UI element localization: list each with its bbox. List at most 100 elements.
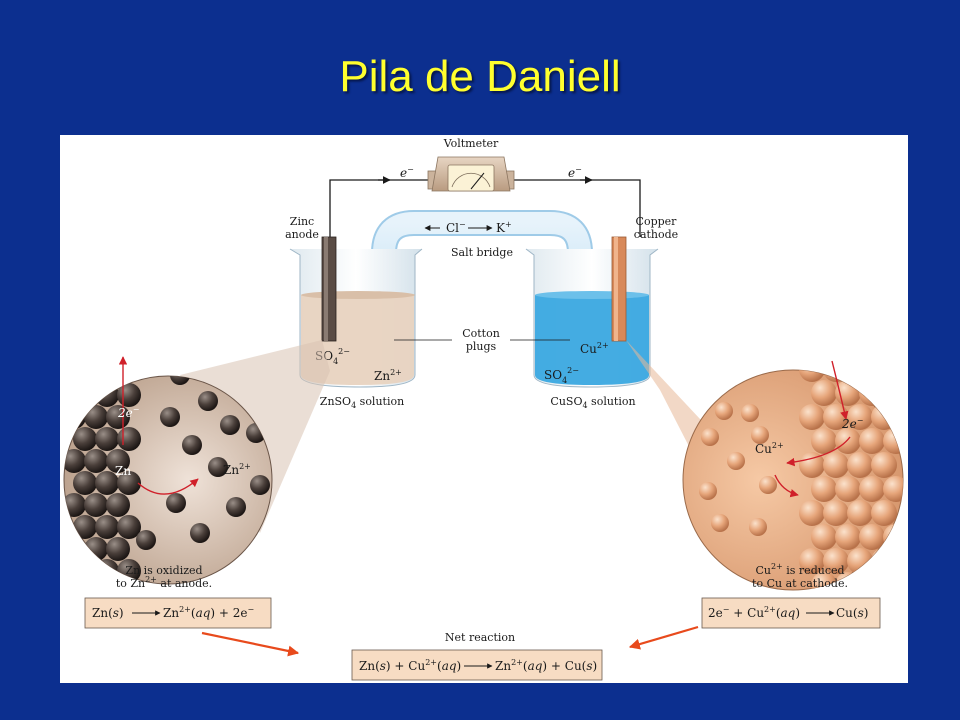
daniell-cell-diagram: e− e− Voltmeter Cl− K+ — [63, 137, 904, 681]
copper-atom — [871, 404, 897, 430]
voltmeter: Voltmeter — [427, 137, 515, 192]
copper-ion — [699, 482, 717, 500]
zinc-atom — [95, 383, 119, 407]
copper-atom — [811, 476, 837, 502]
voltmeter-label: Voltmeter — [443, 137, 499, 150]
zinc-ion — [166, 493, 186, 513]
copper-cathode-label-2: cathode — [634, 228, 678, 241]
copper-atom — [847, 500, 873, 526]
zinc-atom — [64, 405, 86, 429]
zinc-atom — [117, 515, 141, 539]
zinc-anode-label-2: anode — [285, 228, 319, 241]
copper-atom — [799, 452, 825, 478]
zinc-atom — [84, 449, 108, 473]
zinc-atom — [64, 493, 86, 517]
cathode-equation-left: 2e− + Cu2+(aq) — [708, 605, 800, 620]
copper-atom — [883, 428, 903, 454]
copper-atom — [883, 476, 903, 502]
copper-atom — [859, 572, 885, 590]
copper-ion — [751, 426, 769, 444]
copper-cathode-label-1: Copper — [636, 215, 678, 228]
cathode-equation-box: 2e− + Cu2+(aq) Cu(s) — [701, 597, 881, 629]
copper-atom — [883, 380, 903, 406]
zinc-ion — [250, 475, 270, 495]
zinc-atom — [117, 471, 141, 495]
copper-atom — [835, 524, 861, 550]
zinc-anode-label-1: Zinc — [290, 215, 314, 228]
copper-atom — [823, 452, 849, 478]
copper-atom — [811, 524, 837, 550]
copper-ion — [715, 402, 733, 420]
copper-atom — [799, 404, 825, 430]
left-zoom-ion: Zn2+ — [223, 462, 251, 477]
daniell-cell-figure: e− e− Voltmeter Cl− K+ — [60, 135, 908, 683]
zinc-atom — [95, 471, 119, 495]
zinc-atom — [117, 383, 141, 407]
zinc-ion — [170, 376, 190, 385]
anode-equation-right: Zn2+(aq) + 2e− — [163, 605, 254, 620]
copper-atom — [823, 404, 849, 430]
electron-label-right: e− — [568, 165, 582, 180]
copper-ion — [711, 514, 729, 532]
bridge-cation: K+ — [496, 220, 512, 235]
zinc-atom — [64, 537, 86, 561]
copper-atom — [859, 476, 885, 502]
copper-atom — [859, 380, 885, 406]
zinc-ion — [226, 497, 246, 517]
cotton-plugs-label-1: Cotton — [462, 327, 500, 340]
copper-atom — [835, 476, 861, 502]
salt-bridge-label: Salt bridge — [451, 246, 513, 259]
copper-ion — [749, 518, 767, 536]
zinc-atom — [84, 493, 108, 517]
slide-title: Pila de Daniell — [339, 52, 621, 101]
right-zoom-electrons: 2e− — [841, 416, 863, 431]
copper-atom — [859, 428, 885, 454]
copper-atom — [883, 572, 903, 590]
copper-ion — [727, 452, 745, 470]
zinc-atom — [95, 427, 119, 451]
zinc-atom — [73, 427, 97, 451]
net-reaction-label: Net reaction — [445, 631, 515, 644]
left-zinc-ion: Zn2+ — [374, 368, 402, 383]
copper-cathode-zoom: 2e− Cu2+ — [682, 360, 904, 591]
copper-atom — [871, 500, 897, 526]
copper-atom — [847, 370, 873, 382]
zinc-ion — [208, 457, 228, 477]
anode-equation-left: Zn(s) — [92, 606, 124, 620]
copper-atom — [835, 428, 861, 454]
left-zoom-metal: Zn — [115, 464, 131, 478]
zinc-atom — [73, 559, 97, 583]
zinc-atom — [106, 376, 130, 385]
zinc-atom — [117, 427, 141, 451]
zinc-atom — [95, 515, 119, 539]
copper-atom — [799, 548, 825, 574]
anode-caption-line-2: to Zn2+ at anode. — [116, 575, 212, 590]
zinc-atom — [73, 383, 97, 407]
cathode-to-net-arrow — [628, 625, 699, 650]
copper-atom — [811, 572, 837, 590]
anode-to-net-arrow — [201, 631, 300, 657]
zinc-solution-label: ZnSO4 solution — [320, 395, 404, 410]
copper-beaker: Copper cathode Cu2+ SO42− CuSO4 solution — [525, 215, 678, 410]
zinc-atom — [106, 405, 130, 429]
zinc-ion — [160, 407, 180, 427]
copper-atom — [883, 524, 903, 550]
salt-bridge: Cl− K+ Salt bridge — [371, 210, 593, 342]
copper-atom — [859, 524, 885, 550]
zinc-atom — [84, 537, 108, 561]
bridge-anion: Cl− — [446, 220, 466, 235]
copper-ion — [701, 428, 719, 446]
copper-atom — [835, 380, 861, 406]
zinc-ion — [136, 530, 156, 550]
zinc-ion — [220, 415, 240, 435]
zinc-atom — [73, 471, 97, 495]
cotton-plugs-label-2: plugs — [466, 340, 497, 353]
net-equation-left: Zn(s) + Cu2+(aq) — [359, 658, 461, 673]
zinc-atom — [73, 515, 97, 539]
copper-ion — [741, 404, 759, 422]
left-zoom-electrons: 2e− — [117, 405, 139, 420]
zinc-atom — [64, 449, 86, 473]
anode-caption-line-1: Zn is oxidized — [125, 564, 202, 577]
net-equation-box: Zn(s) + Cu2+(aq) Zn2+(aq) + Cu(s) — [351, 649, 603, 681]
